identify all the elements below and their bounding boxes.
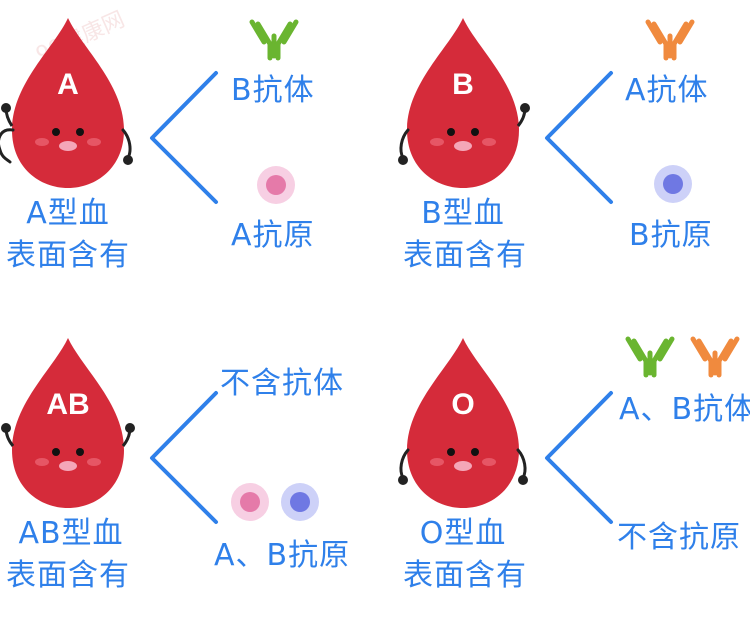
antigen-b-icon xyxy=(654,165,692,203)
drop-letter: A xyxy=(57,68,79,101)
bracket-line xyxy=(150,391,218,524)
antibody-b-icon xyxy=(249,19,299,61)
blood-type-caption: B型血 xyxy=(421,196,505,231)
bracket-line xyxy=(150,71,218,204)
antigen-label: 不含抗原 xyxy=(617,520,741,555)
panel-art: A xyxy=(0,18,299,204)
antigen-label: A抗原 xyxy=(231,218,315,253)
antibody-b-icon xyxy=(625,336,675,378)
antigen-b-icon xyxy=(281,483,319,521)
panel-art: B xyxy=(398,18,695,204)
antibody-label: A抗体 xyxy=(625,73,709,108)
panel-art: AB xyxy=(1,338,319,524)
drop-letter: B xyxy=(452,68,474,101)
drop-letter: O xyxy=(451,388,474,421)
drop-letter: AB xyxy=(46,388,89,421)
antibody-label: 不含抗体 xyxy=(220,366,344,401)
blood-type-diagram: 99健康网 A xyxy=(0,0,750,593)
blood-type-caption: O型血 xyxy=(419,516,507,551)
blood-drop-icon xyxy=(398,18,530,188)
antigen-a-icon xyxy=(231,483,269,521)
blood-drop-icon xyxy=(0,18,133,188)
blood-drop-icon xyxy=(398,338,528,508)
panel-type-ab: AB AB型血 表面含有 不含抗体 A、B抗原 xyxy=(0,320,375,620)
antibody-label: A、B抗体 xyxy=(619,392,750,427)
antigen-a-icon xyxy=(257,166,295,204)
antibody-label: B抗体 xyxy=(231,73,315,108)
blood-type-caption: A型血 xyxy=(26,196,110,231)
bracket-line xyxy=(545,71,613,204)
antigen-label: A、B抗原 xyxy=(214,538,351,573)
antibody-a-icon xyxy=(690,336,740,378)
bracket-line xyxy=(545,391,613,524)
panel-type-o: O O型血 表面含有 A、B抗体 不含抗原 xyxy=(397,320,750,620)
surface-caption: 表面含有 xyxy=(403,238,527,273)
panel-art: O xyxy=(398,336,740,524)
panel-type-a: A A型血 表面含有 B抗体 A抗原 xyxy=(0,0,375,300)
antibody-a-icon xyxy=(645,19,695,61)
surface-caption: 表面含有 xyxy=(6,238,130,273)
surface-caption: 表面含有 xyxy=(6,558,130,593)
antigen-label: B抗原 xyxy=(629,218,713,253)
surface-caption: 表面含有 xyxy=(403,558,527,593)
blood-type-caption: AB型血 xyxy=(18,516,124,551)
blood-drop-icon xyxy=(1,338,135,508)
panel-type-b: B B型血 表面含有 A抗体 B抗原 xyxy=(397,0,750,300)
